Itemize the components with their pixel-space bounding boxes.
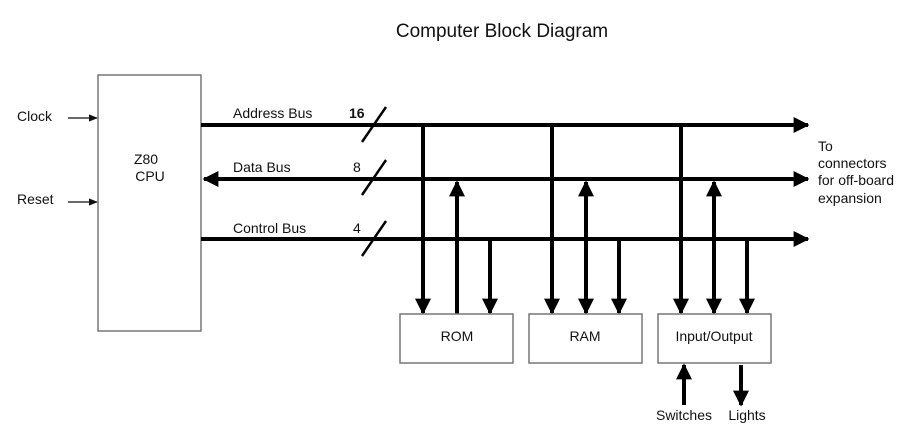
rom-block (399, 313, 514, 364)
control-bus-width: 4 (353, 220, 361, 236)
rom-label: ROM (441, 328, 474, 344)
ram-label: RAM (569, 328, 600, 344)
reset-label: Reset (17, 191, 54, 207)
address-bus-width-slash (360, 106, 388, 143)
expansion-note-line-2: connectors (818, 155, 886, 171)
cpu-block (97, 74, 202, 332)
address-bus-label: Address Bus (233, 105, 312, 121)
control-bus-label: Control Bus (233, 220, 306, 236)
control-bus-width-slash (360, 220, 388, 257)
data-bus-width: 8 (353, 159, 361, 175)
io-label: Input/Output (675, 328, 752, 344)
expansion-note-line-4: expansion (818, 190, 882, 206)
expansion-note-line-1: To (818, 138, 833, 154)
clock-label: Clock (17, 108, 53, 124)
io-block (657, 313, 772, 364)
address-bus-width: 16 (349, 105, 365, 121)
data-bus-width-slash (360, 159, 388, 196)
cpu-label-model: Z80 (134, 151, 158, 167)
cpu-label-type: CPU (135, 168, 165, 184)
expansion-note-line-3: for off-board (818, 172, 894, 188)
ram-block (528, 313, 643, 364)
data-bus-label: Data Bus (233, 159, 291, 175)
switches-label: Switches (656, 407, 712, 423)
lights-label: Lights (728, 407, 765, 423)
diagram-title: Computer Block Diagram (396, 21, 608, 42)
